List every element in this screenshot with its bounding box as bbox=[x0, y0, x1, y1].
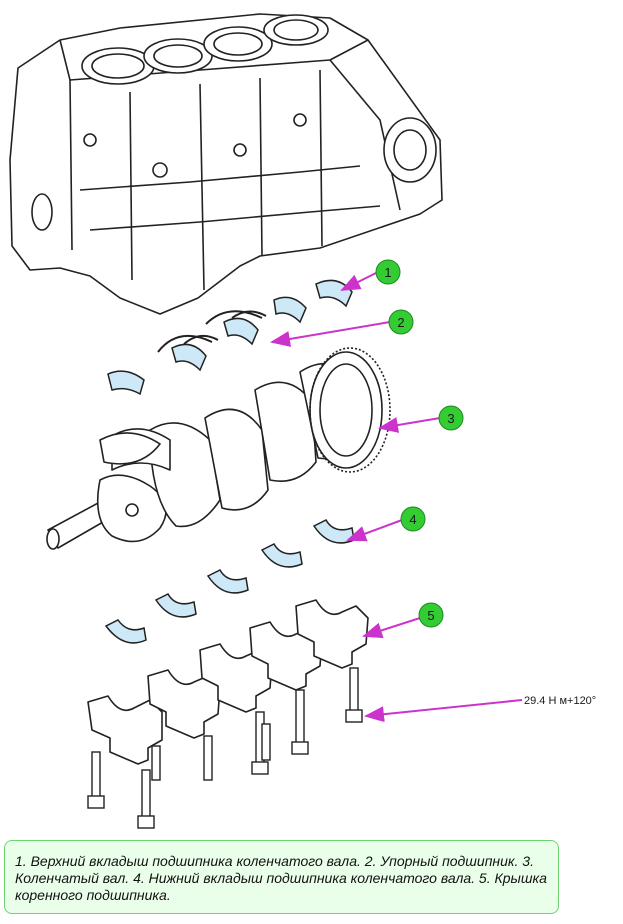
callout-badge-4 bbox=[400, 506, 426, 532]
callout-badge-5 bbox=[418, 602, 444, 628]
callout-badge-2 bbox=[388, 309, 414, 335]
bolt bbox=[349, 667, 359, 713]
lower-bearing-shell bbox=[104, 619, 147, 644]
upper-bearing-shell bbox=[223, 317, 259, 346]
torque-spec-label: 29.4 Н м+120° bbox=[524, 695, 596, 707]
callout-number: 5 bbox=[427, 608, 434, 623]
lower-bearing-shell bbox=[206, 569, 249, 594]
callout-arrows bbox=[270, 271, 523, 723]
arrow-torque bbox=[364, 699, 523, 723]
arrow-3 bbox=[378, 417, 441, 433]
upper-bearing-shell bbox=[171, 343, 207, 372]
upper-bearing-shell bbox=[107, 370, 145, 396]
bolt bbox=[151, 745, 161, 781]
arrow-5 bbox=[362, 617, 421, 639]
bolt bbox=[203, 735, 213, 781]
engine-block bbox=[9, 13, 443, 315]
callout-number: 3 bbox=[447, 411, 454, 426]
legend-caption: 1. Верхний вкладыш подшипника коленчатог… bbox=[4, 840, 559, 914]
bearing-cap bbox=[295, 599, 369, 669]
main-bearing-caps bbox=[87, 599, 369, 765]
callout-number: 4 bbox=[409, 512, 416, 527]
lower-bearing-shell bbox=[260, 543, 303, 568]
lower-bearing-shell bbox=[154, 593, 197, 618]
thrust-washers bbox=[157, 310, 267, 353]
upper-bearing-shell bbox=[315, 279, 353, 308]
callout-number: 2 bbox=[397, 315, 404, 330]
callout-badges: 1 2 3 4 5 bbox=[375, 259, 464, 628]
bearing-cap bbox=[87, 695, 163, 765]
callout-badge-3 bbox=[438, 405, 464, 431]
callout-badge-1 bbox=[375, 259, 401, 285]
callout-number: 1 bbox=[384, 265, 391, 280]
bearing-cap bbox=[199, 643, 273, 713]
arrow-4 bbox=[346, 519, 403, 542]
arrow-2 bbox=[270, 321, 391, 347]
bearing-cap bbox=[147, 669, 221, 739]
crankshaft bbox=[46, 347, 391, 550]
bearing-cap bbox=[249, 621, 323, 691]
upper-bearing-shell bbox=[273, 296, 307, 324]
arrow-1 bbox=[340, 271, 379, 291]
main-cap-bolts bbox=[87, 667, 363, 829]
bolt bbox=[261, 723, 271, 761]
